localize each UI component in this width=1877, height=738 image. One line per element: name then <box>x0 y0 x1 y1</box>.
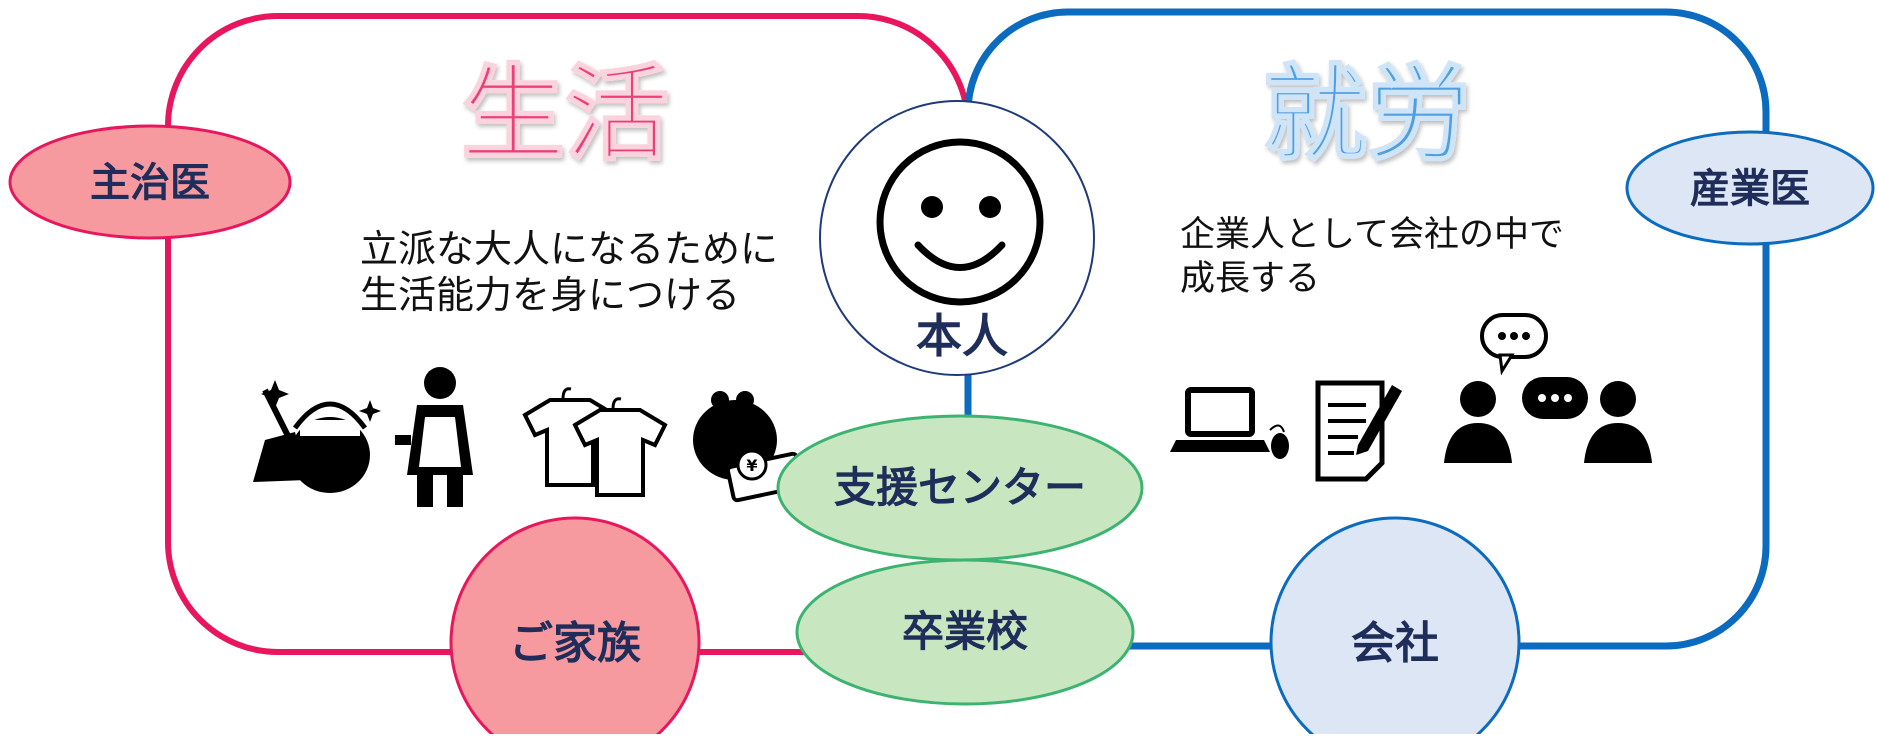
industrial-doctor-node <box>1625 130 1875 246</box>
doctor-node <box>8 124 292 240</box>
apron-person-icon <box>395 367 473 507</box>
school-label: 卒業校 <box>902 607 1028 656</box>
work-title: 就労 <box>1263 53 1471 175</box>
life-description-line-1: 立派な大人になるために <box>360 227 778 271</box>
laptop-mouse-icon <box>1170 387 1289 459</box>
company-label: 会社 <box>1351 618 1439 669</box>
person-label: 本人 <box>916 309 1008 363</box>
discussion-people-icon <box>1444 313 1652 463</box>
smiley-face-icon <box>876 138 1044 306</box>
industrial-doctor-label: 産業医 <box>1690 166 1810 212</box>
cleaning-icon <box>253 380 381 493</box>
work-description-line-1: 企業人として会社の中で <box>1180 215 1564 255</box>
school-node <box>795 558 1135 706</box>
svg-text:¥: ¥ <box>746 456 757 475</box>
family-node <box>449 516 701 738</box>
doctor-label: 主治医 <box>90 160 210 206</box>
family-label: ご家族 <box>509 618 641 669</box>
life-description-line-2: 生活能力を身につける <box>360 273 740 317</box>
work-description-line-2: 成長する <box>1180 259 1320 299</box>
company-node <box>1269 516 1521 738</box>
support-center-label: 支援センター <box>834 463 1086 512</box>
life-title: 生活 <box>461 53 669 175</box>
laundry-icon <box>522 387 668 497</box>
document-pen-icon <box>1315 380 1402 482</box>
